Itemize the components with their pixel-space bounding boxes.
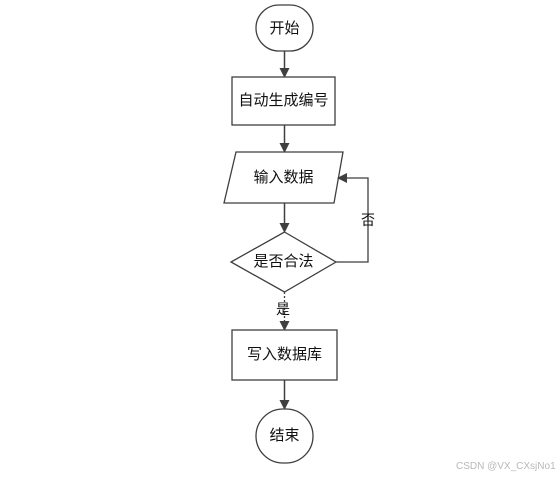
end-label: 结束 [269,426,299,444]
write-db-label: 写入数据库 [247,345,322,363]
no-label: 否 [361,213,375,229]
input-data-parallelogram [223,151,344,204]
end-terminator [255,408,314,464]
yes-label: 是 [276,302,290,318]
arrow-no-loop [336,173,369,263]
generate-id-box [231,76,336,126]
is-valid-label: 是否合法 [253,252,313,270]
start-label: 开始 [269,19,299,37]
generate-id-label: 自动生成编号 [238,91,328,109]
watermark-text: CSDN @VX_CXsjNo1 [456,461,556,472]
input-data-label: 输入数据 [253,168,313,186]
